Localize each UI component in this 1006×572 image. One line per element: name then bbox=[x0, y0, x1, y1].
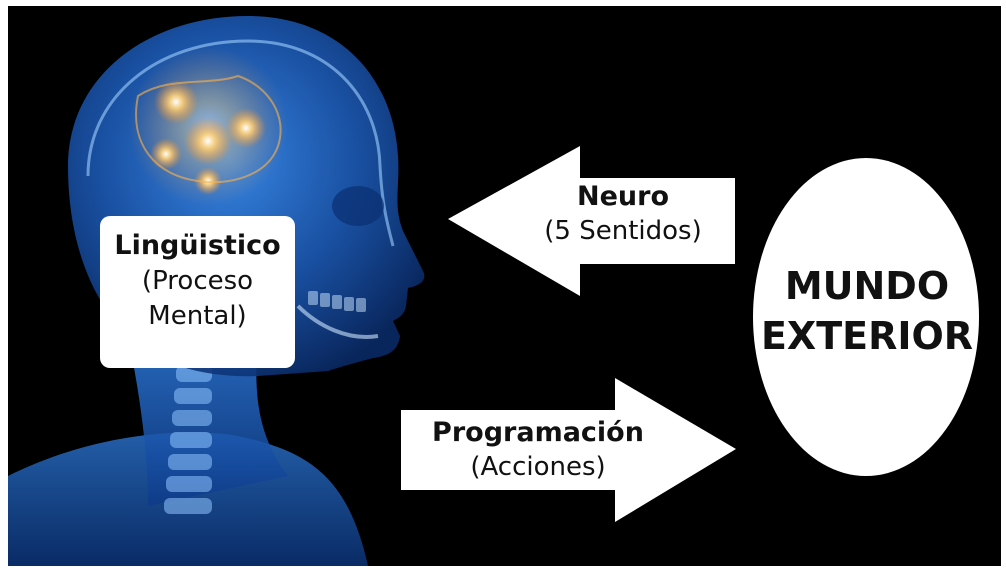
programming-title: Programación bbox=[408, 416, 668, 450]
brain-lights bbox=[128, 46, 288, 206]
linguistic-line1: (Proceso bbox=[100, 264, 295, 299]
world-line2: EXTERIOR bbox=[756, 311, 978, 361]
eye-socket bbox=[332, 186, 384, 226]
linguistic-line2: Mental) bbox=[100, 299, 295, 334]
programming-subtitle: (Acciones) bbox=[408, 450, 668, 484]
world-line1: MUNDO bbox=[756, 261, 978, 311]
linguistic-box: Lingüistico (Proceso Mental) bbox=[100, 216, 295, 368]
world-label: MUNDO EXTERIOR bbox=[756, 261, 978, 361]
linguistic-title: Lingüistico bbox=[100, 228, 295, 264]
neuro-title: Neuro bbox=[518, 180, 728, 214]
neuro-label: Neuro (5 Sentidos) bbox=[518, 180, 728, 248]
neuro-subtitle: (5 Sentidos) bbox=[518, 214, 728, 248]
programming-label: Programación (Acciones) bbox=[408, 416, 668, 484]
diagram-frame: Lingüistico (Proceso Mental) Neuro (5 Se… bbox=[8, 6, 1001, 566]
